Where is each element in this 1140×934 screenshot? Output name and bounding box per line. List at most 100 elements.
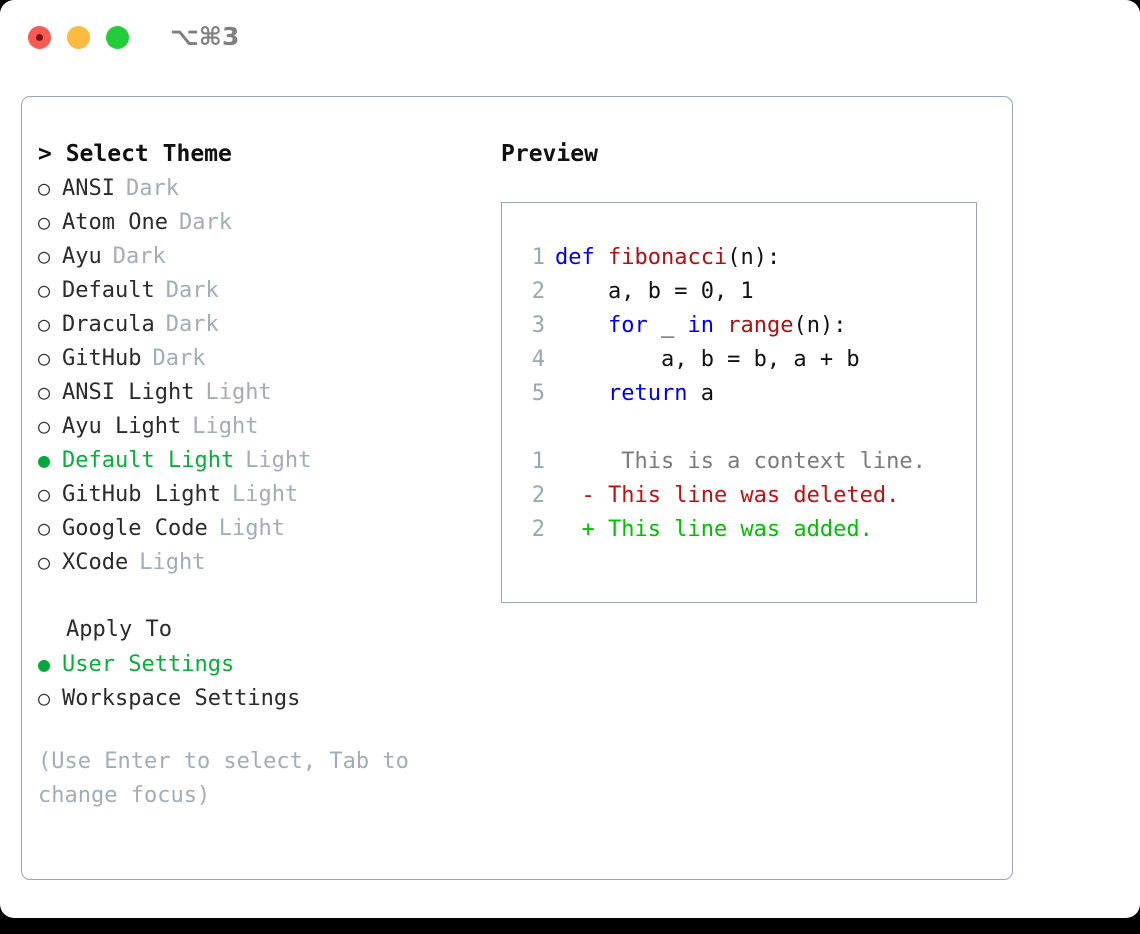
code-token-plain	[555, 381, 608, 406]
theme-option-google-code[interactable]: ○ Google Code Light	[38, 511, 488, 545]
theme-option-category: Light	[218, 516, 285, 541]
code-line-number: 5	[531, 381, 545, 406]
radio-unselected-icon: ○	[38, 550, 51, 574]
theme-option-label: Ayu	[62, 244, 102, 269]
preview-heading: Preview	[501, 141, 598, 167]
radio-selected-icon: ●	[38, 448, 51, 472]
radio-unselected-icon: ○	[38, 414, 51, 438]
code-token-plain: a, b = b, a + b	[555, 347, 860, 372]
close-button[interactable]	[28, 26, 51, 49]
titlebar: ⌥⌘3	[0, 0, 1140, 78]
minimize-button[interactable]	[67, 26, 90, 49]
theme-option-label: Default Light	[62, 448, 235, 473]
theme-option-category: Dark	[112, 244, 166, 269]
theme-option-category: Dark	[165, 278, 219, 303]
code-token-plain: (n):	[793, 313, 847, 338]
radio-unselected-icon: ○	[38, 380, 51, 404]
code-line: 5 return a	[519, 377, 970, 411]
theme-option-xcode[interactable]: ○ XCode Light	[38, 545, 488, 579]
diff-line-number: 1	[531, 449, 545, 474]
code-token-plain	[555, 313, 608, 338]
code-line-number: 4	[531, 347, 545, 372]
code-token-function: range	[727, 313, 794, 338]
code-line: 4 a, b = b, a + b	[519, 343, 970, 377]
code-token-plain: a	[687, 381, 714, 406]
theme-option-category: Dark	[125, 176, 179, 201]
theme-option-category: Dark	[152, 346, 206, 371]
apply-to-list[interactable]: ● User Settings ○Workspace Settings	[38, 647, 488, 715]
theme-option-label: ANSI	[62, 176, 115, 201]
code-line-content: a, b = 0, 1	[555, 275, 754, 309]
radio-selected-icon: ●	[38, 652, 51, 676]
code-line: 2 a, b = 0, 1	[519, 275, 970, 309]
theme-option-github[interactable]: ○ GitHub Dark	[38, 341, 488, 375]
apply-to-option-label: Workspace Settings	[62, 686, 301, 711]
diff-block: 1 This is a context line.2 - This line w…	[519, 445, 970, 547]
code-line-content: for _ in range(n):	[555, 309, 846, 343]
diff-line-content: - This line was deleted.	[555, 483, 900, 508]
diff-line-content: + This line was added.	[555, 517, 873, 542]
keyboard-hint-text: (Use Enter to select, Tab to change focu…	[38, 749, 409, 808]
theme-option-default-light[interactable]: ● Default Light Light	[38, 443, 488, 477]
theme-option-label: XCode	[62, 550, 129, 575]
radio-unselected-icon: ○	[38, 244, 51, 268]
theme-option-category: Light	[245, 448, 312, 473]
maximize-button[interactable]	[106, 26, 129, 49]
diff-line-number: 2	[531, 517, 545, 542]
select-theme-heading: > Select Theme	[38, 141, 232, 167]
apply-to-option-user-settings[interactable]: ● User Settings	[38, 647, 488, 681]
theme-option-category: Light	[231, 482, 299, 507]
diff-line-number: 2	[531, 483, 545, 508]
theme-option-github-light[interactable]: ○ GitHub Light Light	[38, 477, 488, 511]
apply-to-heading: Apply To	[66, 617, 172, 642]
theme-option-label: Dracula	[62, 312, 155, 337]
code-line-number: 3	[531, 313, 545, 338]
code-line-content: a, b = b, a + b	[555, 343, 860, 377]
theme-option-category: Light	[192, 414, 259, 439]
theme-option-label: Google Code	[62, 516, 208, 541]
theme-option-category: Light	[205, 380, 272, 405]
code-token-keyword: in	[687, 313, 714, 338]
radio-unselected-icon: ○	[38, 312, 51, 336]
apply-to-option-workspace-settings[interactable]: ○Workspace Settings	[38, 681, 488, 715]
diff-line-context: 1 This is a context line.	[519, 445, 970, 479]
code-line-number: 2	[531, 279, 545, 304]
code-token-plain: _	[647, 313, 688, 338]
theme-option-category: Dark	[178, 210, 232, 235]
diff-line-added: 2 + This line was added.	[519, 513, 970, 547]
code-line-content: return a	[555, 377, 714, 411]
theme-option-ansi-light[interactable]: ○ ANSI Light Light	[38, 375, 488, 409]
keyboard-shortcut-label: ⌥⌘3	[170, 22, 240, 51]
radio-unselected-icon: ○	[38, 346, 51, 370]
radio-unselected-icon: ○	[38, 482, 51, 506]
diff-line-deleted: 2 - This line was deleted.	[519, 479, 970, 513]
code-token-plain: (n):	[727, 245, 781, 270]
code-token-keyword: def	[555, 245, 608, 270]
theme-option-category: Light	[139, 550, 206, 575]
code-token-function: fibonacci	[607, 245, 728, 270]
radio-unselected-icon: ○	[38, 516, 51, 540]
theme-option-ayu[interactable]: ○ Ayu Dark	[38, 239, 488, 273]
theme-option-label: Atom One	[62, 210, 168, 235]
theme-option-label: ANSI Light	[62, 380, 195, 405]
theme-option-label: GitHub	[62, 346, 142, 371]
code-token-plain	[714, 313, 727, 338]
apply-to-option-label: User Settings	[62, 652, 235, 677]
traffic-lights	[28, 26, 129, 49]
diff-line-content: This is a context line.	[555, 449, 926, 474]
section-spacer	[38, 579, 488, 613]
theme-option-label: GitHub Light	[62, 482, 221, 507]
